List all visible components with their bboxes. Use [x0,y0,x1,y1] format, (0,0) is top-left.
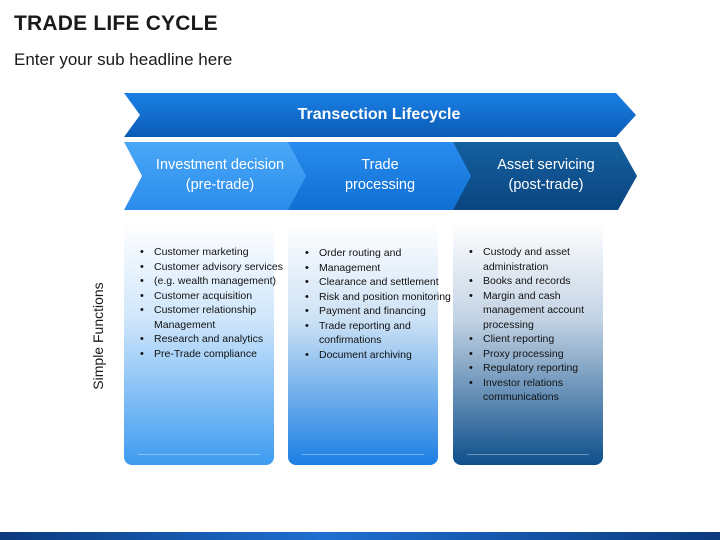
list-item: Trade reporting and confirmations [305,319,453,348]
page-title: TRADE LIFE CYCLE [14,12,218,35]
list-item: Regulatory reporting [469,361,615,376]
stage-label-pre-trade: Investment decision (pre-trade) [146,155,294,195]
list-item: Clearance and settlement [305,275,453,290]
lifecycle-arrows [124,93,637,210]
list-item: Margin and cash management account proce… [469,289,615,333]
stage-arrow-post-trade [453,142,637,210]
list-item: Investor relations communications [469,376,615,405]
banner-arrow [124,93,636,137]
list-item: Custody and asset administration [469,245,615,274]
list-item: Risk and position monitoring [305,290,453,305]
list-item: Research and analytics [140,332,284,347]
banner-label: Transection Lifecycle [297,106,461,123]
functions-list-pre-trade: Customer marketing Customer advisory ser… [138,245,284,361]
functions-list-post-trade: Custody and asset administration Books a… [467,245,615,405]
list-item: Client reporting [469,332,615,347]
list-item: Books and records [469,274,615,289]
stage-label-line2: (pre-trade) [185,177,255,193]
stage-label-post-trade: Asset servicing (post-trade) [474,155,618,195]
stage-label-line2: processing [344,177,416,193]
stage-arrow-trade-processing [288,142,472,210]
stage-label-line2: (post-trade) [508,177,584,193]
list-item: Document archiving [305,348,453,363]
list-item: (e.g. wealth management) [140,274,284,289]
list-item: Customer advisory services [140,260,284,275]
functions-list-trade-processing: Order routing and Management Clearance a… [303,246,453,362]
stage-arrow-pre-trade [124,142,309,210]
list-item: Customer relationship Management [140,303,284,332]
stage-label-line1: Investment decision [155,157,285,173]
list-item: Proxy processing [469,347,615,362]
list-item: Customer acquisition [140,289,284,304]
list-item: Management [305,261,453,276]
list-item: Payment and financing [305,304,453,319]
list-item: Order routing and [305,246,453,261]
page-subtitle: Enter your sub headline here [14,50,233,69]
list-item: Pre-Trade compliance [140,347,284,362]
list-item: Customer marketing [140,245,284,260]
stage-label-trade-processing: Trade processing [308,155,452,195]
side-label: Simple Functions [90,282,106,390]
stage-label-line1: Trade [361,157,399,173]
footer-bar [0,532,720,540]
stage-label-line1: Asset servicing [497,157,595,173]
